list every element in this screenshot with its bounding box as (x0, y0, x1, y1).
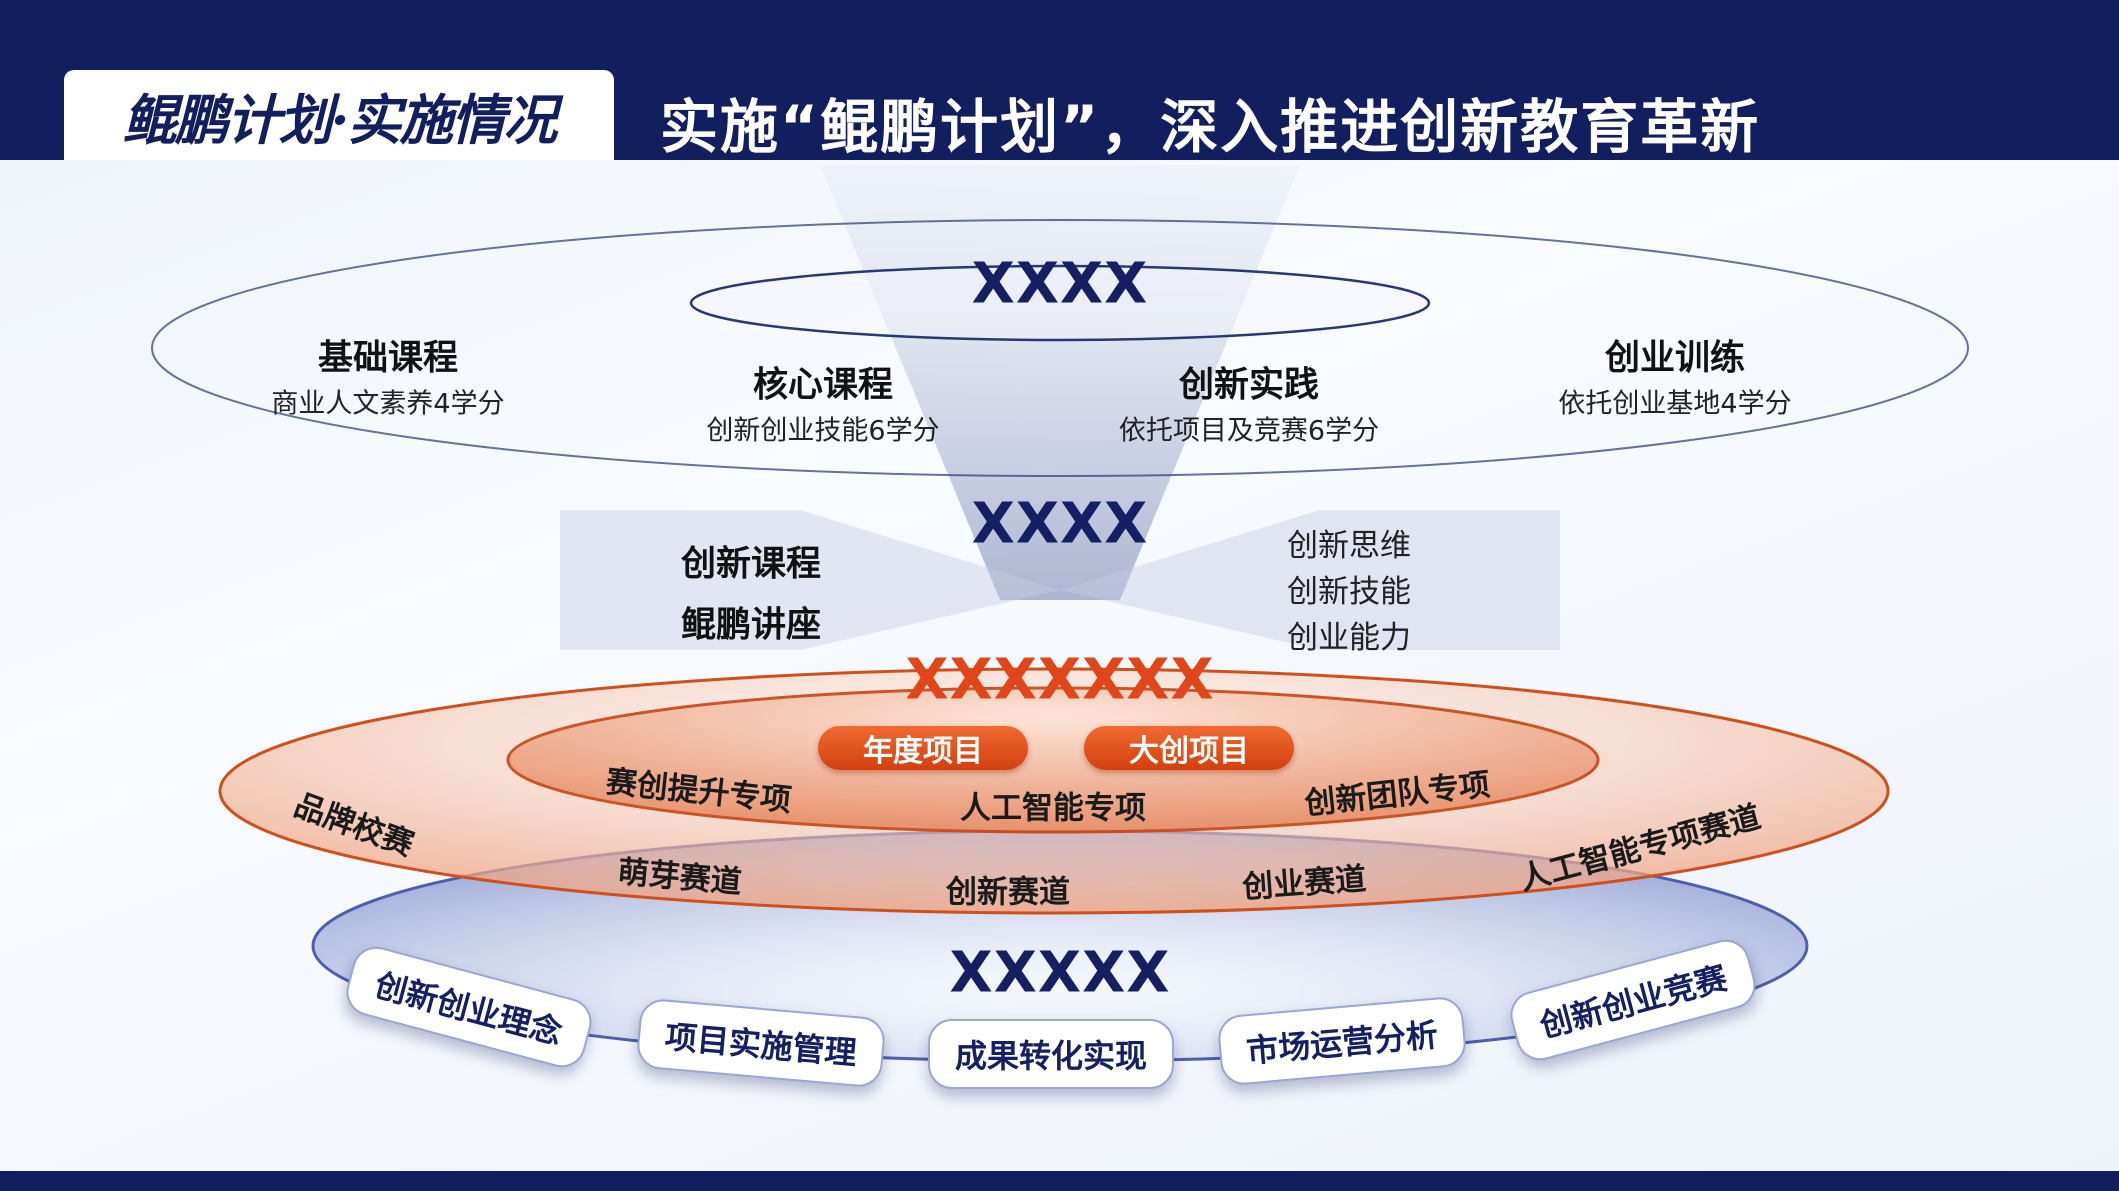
tier3-outer-item: 创新赛道 (946, 874, 1070, 911)
hourglass-left (560, 510, 1060, 650)
tier2-right-item: 创业能力 (1287, 620, 1411, 656)
tier1-item-title: 创业训练 (1604, 338, 1746, 379)
tier1-inner-ellipse (689, 264, 1431, 342)
footer-bar (0, 1171, 2119, 1191)
tier1-label: XXXX (971, 251, 1149, 317)
tier1-item-title: 核心课程 (752, 365, 894, 406)
tier2-left-item: 创新课程 (680, 544, 822, 585)
tier1-item-title: 创新实践 (1178, 365, 1320, 406)
tier3-label: XXXXXXX (905, 647, 1215, 713)
tier1-item-title: 基础课程 (317, 338, 459, 379)
hourglass-right (1060, 510, 1560, 650)
tier3-inner-ellipse (506, 686, 1600, 834)
tier1-outer-ellipse (151, 219, 1969, 477)
tier1-item-sub: 依托创业基地4学分 (1558, 388, 1792, 420)
section-tag: 鲲鹏计划·实施情况 (64, 70, 614, 160)
tier2-left-item: 鲲鹏讲座 (680, 605, 822, 646)
tier4-pill: 成果转化实现 (928, 1019, 1174, 1089)
tier3-pill: 年度项目 (818, 726, 1028, 770)
tier1-item-sub: 商业人文素养4学分 (271, 388, 505, 420)
tier3-inner-item: 人工智能专项 (960, 790, 1146, 827)
tier3-pill: 大创项目 (1084, 726, 1294, 770)
tier2-right-item: 创新技能 (1287, 574, 1411, 610)
tier2-right-item: 创新思维 (1287, 528, 1411, 564)
tier1-item-sub: 依托项目及竞赛6学分 (1118, 415, 1380, 447)
page-title: 实施“鲲鹏计划”，深入推进创新教育革新 (660, 93, 1761, 161)
tier2-label: XXXX (971, 491, 1149, 557)
tier1-item-sub: 创新创业技能6学分 (706, 415, 940, 447)
tier4-label: XXXXX (949, 940, 1171, 1006)
tier3-outer-item: 创业赛道 (1241, 861, 1368, 906)
